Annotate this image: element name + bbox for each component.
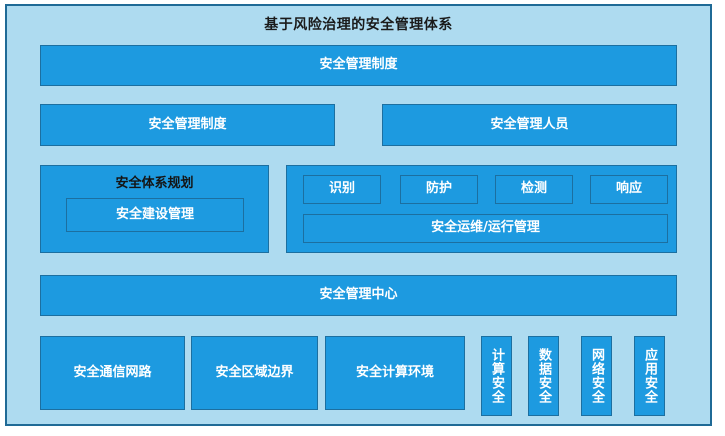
block-secure-computing-environment[interactable]: 安全计算环境 xyxy=(325,336,465,410)
block-phase-detect[interactable]: 检测 xyxy=(495,175,573,204)
block-label: 数据安全 xyxy=(536,348,551,404)
block-label: 防护 xyxy=(425,181,452,197)
block-security-management-center[interactable]: 安全管理中心 xyxy=(40,275,677,316)
block-application-security[interactable]: 应用安全 xyxy=(634,336,665,416)
block-management-system[interactable]: 安全管理制度 xyxy=(40,104,335,146)
block-security-construction-management[interactable]: 安全建设管理 xyxy=(66,198,244,232)
block-label: 安全区域边界 xyxy=(215,364,294,380)
block-security-operation-maintenance[interactable]: 安全运维/运行管理 xyxy=(303,214,668,243)
block-phase-identify[interactable]: 识别 xyxy=(303,175,381,204)
security-architecture-diagram: 基于风险治理的安全管理体系 安全管理制度 安全管理制度 安全管理人员 安全体系规… xyxy=(5,4,712,426)
block-label: 安全计算环境 xyxy=(355,364,434,380)
block-label: 安全运维/运行管理 xyxy=(431,220,540,236)
block-phase-protect[interactable]: 防护 xyxy=(400,175,478,204)
block-management-personnel[interactable]: 安全管理人员 xyxy=(382,104,677,146)
panel-heading-planning: 安全体系规划 xyxy=(115,176,194,191)
block-label: 安全通信网路 xyxy=(73,364,152,380)
block-computing-security[interactable]: 计算安全 xyxy=(481,336,512,416)
block-phase-respond[interactable]: 响应 xyxy=(590,175,668,204)
block-secure-communication-network[interactable]: 安全通信网路 xyxy=(40,336,185,410)
block-network-security[interactable]: 网络安全 xyxy=(581,336,612,416)
block-security-management-system[interactable]: 安全管理制度 xyxy=(40,45,677,86)
block-label: 计算安全 xyxy=(489,348,504,404)
block-label: 安全管理制度 xyxy=(319,57,398,73)
block-secure-area-boundary[interactable]: 安全区域边界 xyxy=(191,336,318,410)
block-label: 安全管理人员 xyxy=(490,116,569,132)
block-label: 应用安全 xyxy=(642,348,657,404)
block-label: 安全建设管理 xyxy=(115,206,194,222)
panel-security-system-planning[interactable]: 安全体系规划 安全建设管理 xyxy=(40,165,269,253)
block-label: 安全管理中心 xyxy=(319,287,398,303)
block-label: 网络安全 xyxy=(589,348,604,404)
block-label: 识别 xyxy=(328,181,355,197)
block-label: 响应 xyxy=(615,181,642,197)
block-label: 检测 xyxy=(520,181,547,197)
block-data-security[interactable]: 数据安全 xyxy=(528,336,559,416)
block-label: 安全管理制度 xyxy=(148,116,227,132)
page-title: 基于风险治理的安全管理体系 xyxy=(264,17,453,33)
panel-security-operations[interactable]: 识别 防护 检测 响应 安全运维/运行管理 xyxy=(286,165,677,253)
